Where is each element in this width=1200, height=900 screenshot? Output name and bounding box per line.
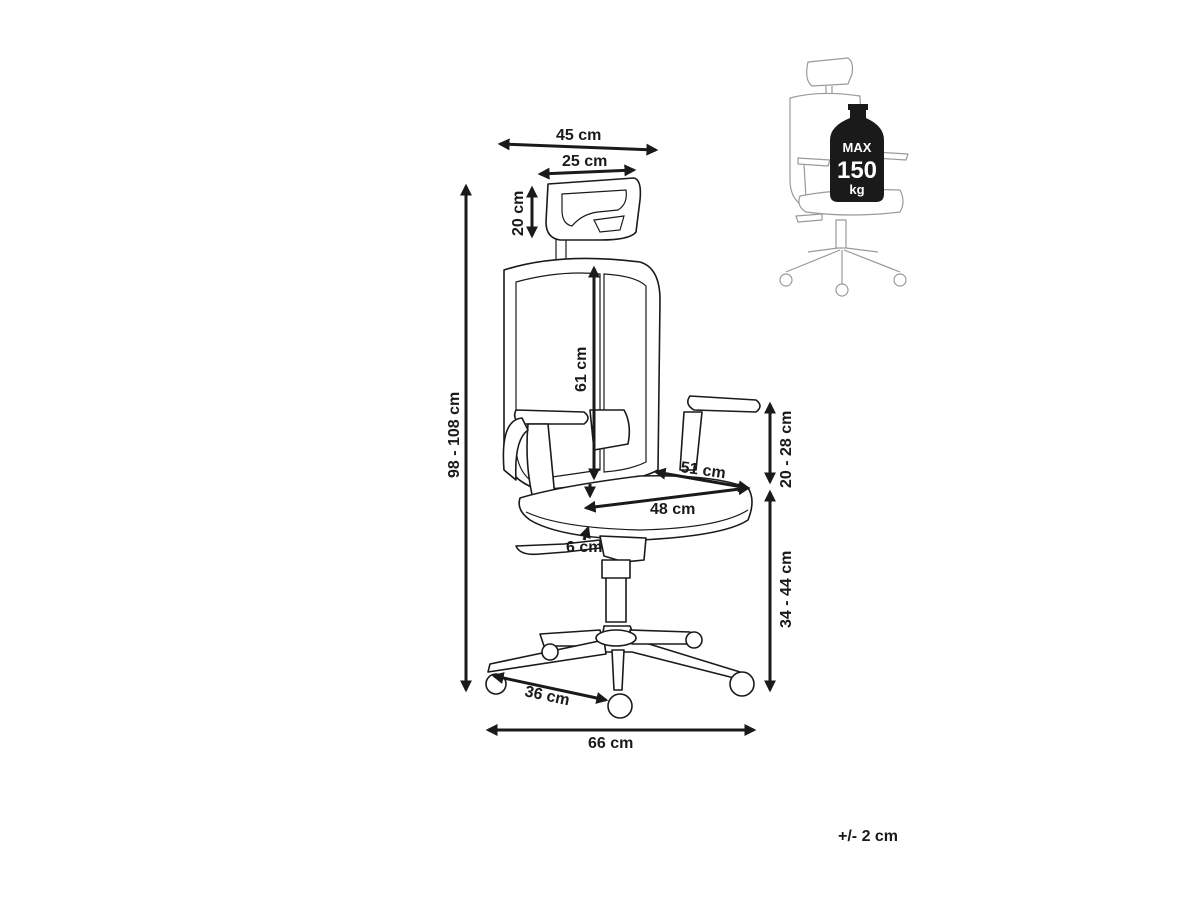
label-armrest-height: 20 - 28 cm — [778, 411, 795, 488]
weight-badge-max: MAX — [843, 140, 872, 155]
weight-capacity-thumbnail: MAX 150 kg — [779, 57, 909, 297]
weight-badge-value: 150 — [837, 157, 877, 184]
label-backrest-height: 61 cm — [573, 347, 590, 392]
label-seat-depth: 48 cm — [650, 501, 695, 518]
left-armrest — [513, 409, 589, 425]
weight-badge-unit: kg — [849, 182, 864, 197]
label-headrest-outer-width: 45 cm — [556, 127, 601, 144]
weight-badge — [830, 108, 884, 202]
label-headrest-height: 20 cm — [510, 191, 527, 236]
headrest — [545, 177, 642, 241]
label-seat-height: 34 - 44 cm — [778, 551, 795, 628]
star-base — [487, 625, 743, 691]
chair-drawing — [485, 177, 761, 719]
label-base-width: 66 cm — [588, 735, 633, 752]
label-headrest-inner-width: 25 cm — [562, 153, 607, 170]
dimension-lines — [460, 138, 776, 736]
label-total-height: 98 - 108 cm — [446, 392, 463, 478]
label-seat-width: 51 cm — [679, 459, 726, 482]
label-seat-thickness: 6 cm — [566, 539, 602, 556]
gas-cylinder — [605, 575, 627, 623]
height-lever — [515, 539, 601, 556]
right-armrest — [686, 395, 761, 413]
tolerance-note: +/- 2 cm — [838, 828, 899, 845]
label-leg-length: 36 cm — [523, 683, 571, 709]
